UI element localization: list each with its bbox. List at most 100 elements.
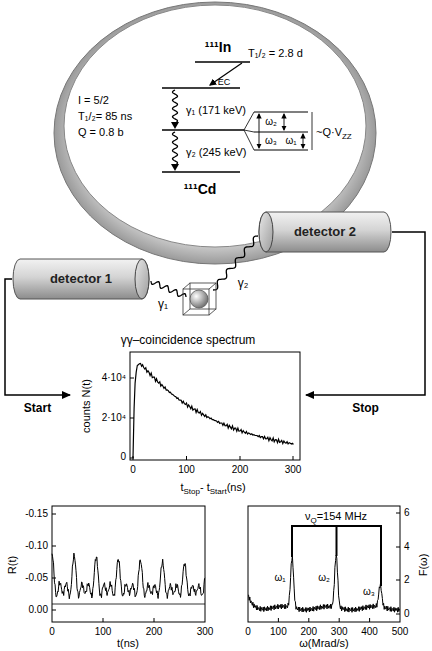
chart-ticks <box>52 514 154 622</box>
label-text: 300 <box>331 627 348 637</box>
label-text: γ₁ <box>158 298 168 310</box>
edge-label: Stop <box>352 402 379 414</box>
chart-frame <box>52 506 205 622</box>
sample-sphere <box>190 290 208 308</box>
detector-cylinder: detector 2 <box>258 211 392 253</box>
decay-scheme <box>162 62 312 172</box>
label-text: t(ns) <box>117 638 139 649</box>
sample-cube-edges <box>183 283 216 315</box>
label-text: 100 <box>95 627 112 637</box>
label-text: ω₂ <box>265 117 277 127</box>
label-text: 100 <box>270 627 287 637</box>
chart-ticks <box>278 513 400 622</box>
label-text: 300 <box>285 465 302 475</box>
split-fan <box>244 112 254 150</box>
label-text: 0 <box>404 609 410 619</box>
subscript-text: Q <box>310 516 316 525</box>
gamma-wave <box>151 281 186 297</box>
label-text: 500 <box>392 627 409 637</box>
level-line <box>162 171 240 173</box>
transition-arrow <box>259 114 260 148</box>
label-text: ¹¹¹Cd <box>184 182 217 196</box>
label-text: 200 <box>300 627 317 637</box>
label-text: =154 MHz <box>317 510 367 522</box>
label-text: EC <box>218 78 231 87</box>
subscript-text: ZZ <box>342 132 352 141</box>
label-text: ω₃ <box>363 587 375 597</box>
label-text: T₁/₂= 85 ns <box>78 111 132 122</box>
transition-arrow <box>303 134 304 148</box>
label-text: 2 <box>404 575 410 585</box>
chart-frame <box>248 506 400 622</box>
label-text: -0.15 <box>25 509 48 519</box>
label-text: 0.00 <box>29 605 48 615</box>
label-text: γ₂ <box>238 277 249 289</box>
label-text: 300 <box>197 627 214 637</box>
cylinder-face <box>259 212 273 252</box>
sample-cube <box>183 289 209 315</box>
detector-label: detector 2 <box>294 225 356 239</box>
transition-arrow <box>284 114 285 130</box>
label-group: νQ=154 MHz <box>305 507 367 523</box>
spectrum-curve <box>133 363 294 458</box>
label-text: 6 <box>404 508 410 518</box>
label-text: Q = 0.8 b <box>78 127 124 138</box>
label-text: F(ω) <box>418 554 429 577</box>
label-text: 0 <box>130 465 136 475</box>
edge-label: Start <box>24 402 51 414</box>
label-text: -0.05 <box>25 573 48 583</box>
sublevel-line <box>254 131 308 132</box>
detector-cylinder: detector 1 <box>12 258 150 300</box>
label-text: R(t) <box>7 556 18 574</box>
gamma-wave <box>173 132 178 165</box>
label-text: ω₂ <box>318 573 330 583</box>
label-text: 200 <box>146 627 163 637</box>
ring-inner <box>64 5 366 247</box>
bracket-line <box>312 112 313 150</box>
label-text: ~Q·V <box>316 126 342 138</box>
label-group: ~Q·VZZ <box>316 123 352 139</box>
label-text: 100 <box>178 465 195 475</box>
cylinder-body <box>259 212 391 252</box>
label-text: 4 <box>404 542 410 552</box>
subscript-text: Start <box>210 487 227 496</box>
label-text: 200 <box>232 465 249 475</box>
sample <box>183 283 216 315</box>
cylinder-body <box>13 259 149 299</box>
label-text: ω₃ <box>265 136 277 146</box>
gamma-arrowhead <box>171 122 179 129</box>
label-text: ν <box>305 510 311 522</box>
gamma-wave <box>213 236 258 290</box>
level-line <box>162 129 244 131</box>
frequency-bracket <box>292 525 381 586</box>
subscript-text: Stop <box>183 487 199 496</box>
label-text: -0.10 <box>25 541 48 551</box>
level-line <box>162 87 240 89</box>
label-text: 400 <box>361 627 378 637</box>
detector-label: detector 1 <box>50 272 112 286</box>
label-text: ¹¹¹In <box>205 40 231 54</box>
label-text: 0 <box>245 627 251 637</box>
ring-outer <box>54 2 376 264</box>
gamma-waves <box>151 90 258 297</box>
label-text: ω(Mrad/s) <box>299 638 349 649</box>
label-text: t <box>180 481 183 493</box>
signal-wire <box>306 232 425 395</box>
f-curve <box>248 555 400 612</box>
label-text: - t <box>200 481 210 493</box>
sample-cube <box>190 283 216 309</box>
label-text: 0 <box>49 627 55 637</box>
label-text: ω₁ <box>285 136 296 146</box>
label-text: ω₁ <box>274 573 285 583</box>
label-group: tStop- tStart(ns) <box>180 478 245 494</box>
label-text: I = 5/2 <box>78 95 109 106</box>
label-text: 0 <box>120 452 126 462</box>
label-text: 4·10⁴ <box>102 373 126 383</box>
level-line <box>195 61 250 63</box>
chart-title: γγ–coincidence spectrum <box>121 334 256 347</box>
baseline <box>52 604 205 605</box>
label-text: T₁/₂ = 2.8 d <box>248 48 303 59</box>
